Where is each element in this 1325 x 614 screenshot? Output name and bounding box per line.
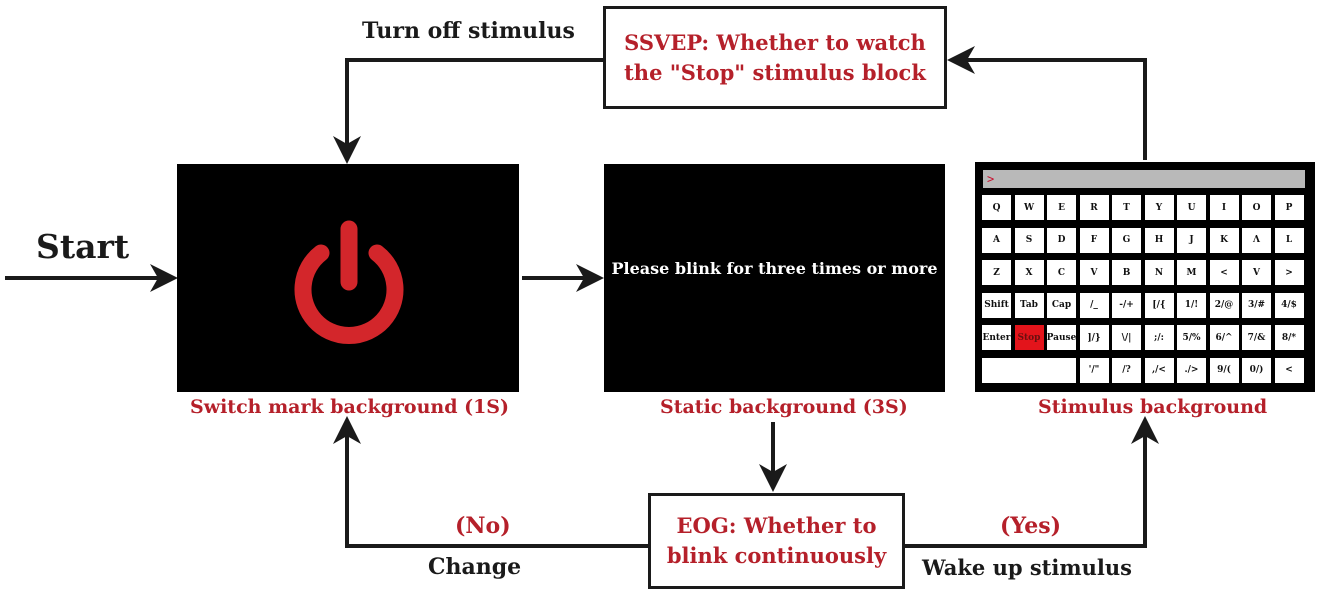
keyboard-key[interactable]: P — [1274, 195, 1304, 220]
keyboard-key[interactable]: W — [1014, 195, 1044, 220]
keyboard-key[interactable]: ,/< — [1144, 357, 1174, 383]
keyboard-key[interactable]: E — [1047, 195, 1076, 220]
keyboard-key[interactable]: B — [1112, 260, 1141, 285]
keyboard-key[interactable]: Cap — [1047, 292, 1076, 318]
keyboard-key[interactable]: < — [1274, 357, 1304, 383]
keyboard-key[interactable]: 2/@ — [1209, 292, 1239, 318]
keyboard-key[interactable]: L — [1274, 227, 1304, 253]
ssvep-line-1: SSVEP: Whether to watch — [624, 29, 926, 55]
keyboard-key[interactable]: 7/& — [1242, 325, 1271, 350]
power-icon — [294, 220, 404, 344]
keyboard-key[interactable]: V — [1079, 260, 1109, 285]
keyboard-key[interactable]: V — [1242, 260, 1271, 285]
keyboard-key[interactable]: I — [1209, 195, 1239, 220]
static-background-panel: Please blink for three times or more — [604, 164, 945, 392]
stimulus-to-ssvep-arrow — [965, 58, 1147, 160]
keyboard-key[interactable]: Λ — [1242, 227, 1271, 253]
keyboard-key[interactable]: > — [1274, 260, 1304, 285]
keyboard-key[interactable]: [/{ — [1144, 292, 1174, 318]
arrowhead-static — [576, 264, 604, 292]
stop-key[interactable]: Stop — [1014, 325, 1044, 350]
keyboard-key[interactable]: J — [1177, 227, 1206, 253]
keyboard-key[interactable]: C — [1047, 260, 1076, 285]
keyboard-key[interactable]: O — [1242, 195, 1271, 220]
static-panel-text: Please blink for three times or more — [611, 259, 938, 278]
keyboard-key[interactable]: 8/* — [1274, 325, 1304, 350]
keyboard-key[interactable]: -/+ — [1112, 292, 1141, 318]
keyboard-key[interactable]: 1/! — [1177, 292, 1206, 318]
keyboard-key[interactable]: '/" — [1079, 357, 1109, 383]
switch-background-label: Switch mark background (1S) — [190, 396, 510, 418]
keyboard-key[interactable]: T — [1112, 195, 1141, 220]
keyboard-key[interactable]: X — [1014, 260, 1044, 285]
change-label: Change — [428, 554, 522, 580]
keyboard-key[interactable]: < — [1209, 260, 1239, 285]
ssvep-to-switch-arrow — [345, 58, 603, 148]
arrowhead-eog-top — [759, 464, 787, 492]
keyboard-key[interactable]: /_ — [1079, 292, 1109, 318]
keyboard-key[interactable]: ;/: — [1144, 325, 1174, 350]
keyboard-key[interactable]: R — [1079, 195, 1109, 220]
start-label: Start — [36, 227, 130, 266]
keyboard-key[interactable]: 5/% — [1177, 325, 1206, 350]
arrowhead-stimulus-bottom — [1131, 416, 1159, 444]
static-background-label: Static background (3S) — [660, 396, 908, 418]
stimulus-background-label: Stimulus background — [1038, 396, 1268, 418]
arrowhead-ssvep — [947, 46, 975, 74]
eog-no-arrow — [345, 434, 648, 548]
keyboard-key[interactable]: U — [1177, 195, 1206, 220]
wake-up-stimulus-label: Wake up stimulus — [922, 555, 1132, 580]
keyboard-key[interactable]: N — [1144, 260, 1174, 285]
keyboard-key[interactable]: Q — [982, 195, 1011, 220]
keyboard-key[interactable]: ]/} — [1079, 325, 1109, 350]
keyboard-key[interactable]: 6/^ — [1209, 325, 1239, 350]
ssvep-line-2: the "Stop" stimulus block — [624, 59, 926, 85]
keyboard-key[interactable]: G — [1112, 227, 1141, 253]
keyboard-key[interactable]: 3/# — [1242, 292, 1271, 318]
keyboard-key[interactable]: M — [1177, 260, 1206, 285]
keyboard-key[interactable]: K — [1209, 227, 1239, 253]
keyboard-key[interactable]: 0/) — [1242, 357, 1271, 383]
keyboard-key[interactable]: Z — [982, 260, 1011, 285]
keyboard-key[interactable]: Pause — [1047, 325, 1076, 350]
eog-line-2: blink continuously — [666, 543, 887, 568]
eog-decision-box: EOG: Whether to blink continuously — [648, 493, 905, 589]
keyboard-key[interactable]: ./> — [1177, 357, 1206, 383]
keyboard-input-bar: > — [983, 170, 1305, 188]
arrowhead-switch-bottom — [333, 416, 361, 444]
keyboard-key[interactable]: 9/( — [1209, 357, 1239, 383]
arrowhead-switch-top — [333, 136, 361, 164]
eog-yes-arrow — [905, 434, 1147, 548]
keyboard-key[interactable]: H — [1144, 227, 1174, 253]
keyboard-key[interactable]: /? — [1112, 357, 1141, 383]
keyboard-key[interactable] — [982, 357, 1076, 383]
yes-label: (Yes) — [1000, 513, 1061, 539]
keyboard-key[interactable]: A — [982, 227, 1011, 253]
no-label: (No) — [455, 513, 511, 539]
ssvep-decision-box: SSVEP: Whether to watch the "Stop" stimu… — [603, 6, 947, 109]
keyboard-key[interactable]: S — [1014, 227, 1044, 253]
arrowhead-start — [150, 264, 178, 292]
keyboard-key[interactable]: Tab — [1014, 292, 1044, 318]
keyboard-key[interactable]: F — [1079, 227, 1109, 253]
keyboard-key[interactable]: 4/$ — [1274, 292, 1304, 318]
turn-off-stimulus-label: Turn off stimulus — [362, 18, 575, 44]
eog-line-1: EOG: Whether to — [676, 513, 877, 538]
keyboard-key[interactable]: Enter — [982, 325, 1011, 350]
switch-mark-panel — [177, 164, 519, 392]
keyboard-key[interactable]: \/| — [1112, 325, 1141, 350]
keyboard-key[interactable]: D — [1047, 227, 1076, 253]
keyboard-key[interactable]: Shift — [982, 292, 1011, 318]
keyboard-key[interactable]: Y — [1144, 195, 1174, 220]
